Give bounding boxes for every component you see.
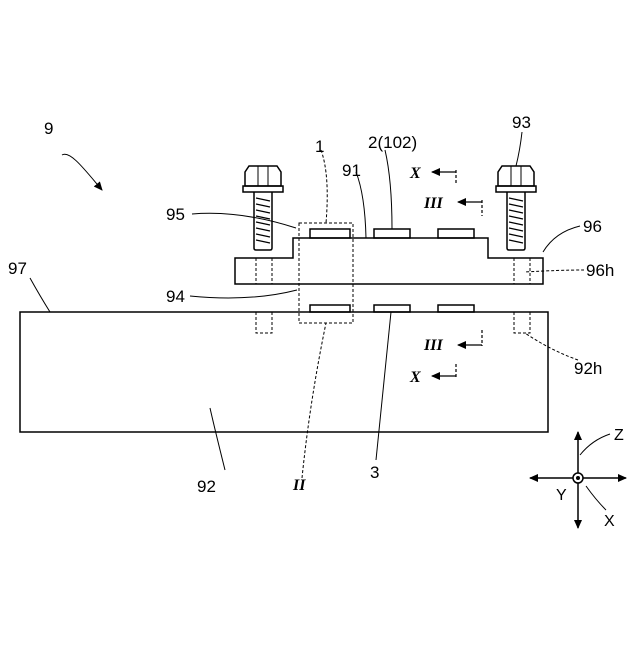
label-II: II <box>292 477 306 494</box>
bolt-left <box>243 166 283 250</box>
lower-pad-2 <box>374 305 410 312</box>
lower-pad-3 <box>438 305 474 312</box>
leader-91 <box>356 172 366 238</box>
hole-96h-right <box>514 258 530 284</box>
label-93: 93 <box>512 113 531 132</box>
leader-93 <box>516 132 522 166</box>
axis-label-x: X <box>604 513 615 530</box>
leader-97 <box>30 278 50 312</box>
leader-2 <box>385 150 392 229</box>
label-92h: 92h <box>574 359 602 378</box>
leader-3 <box>376 312 391 460</box>
leader-II <box>302 323 326 478</box>
label-2: 2(102) <box>368 133 417 152</box>
hole-92h-left <box>256 312 272 333</box>
leader-94 <box>190 290 297 298</box>
leader-96 <box>543 226 580 252</box>
bolt-right <box>496 166 536 250</box>
axis-label-y: Y <box>556 487 567 504</box>
top-plate-96 <box>235 238 543 284</box>
label-III-top: III <box>423 195 443 212</box>
label-95: 95 <box>166 205 185 224</box>
base-block-92 <box>20 312 548 432</box>
label-X-top: X <box>409 165 421 182</box>
label-1: 1 <box>315 137 324 156</box>
leader-96h <box>524 270 584 272</box>
hole-92h-right <box>514 312 530 333</box>
label-96h: 96h <box>586 261 614 280</box>
upper-pad-2 <box>374 229 410 238</box>
label-III-bot: III <box>423 337 443 354</box>
upper-pad-1 <box>310 229 350 238</box>
label-92: 92 <box>197 477 216 496</box>
axis-label-z: Z <box>614 427 624 444</box>
hole-96h-left <box>256 258 272 284</box>
label-94: 94 <box>166 287 185 306</box>
leader-92h <box>525 333 578 360</box>
leader-9 <box>62 154 102 190</box>
leader-95 <box>192 213 296 228</box>
label-9: 9 <box>44 119 53 138</box>
label-X-bot: X <box>409 369 421 386</box>
leader-92 <box>210 408 225 470</box>
upper-pad-3 <box>438 229 474 238</box>
label-96: 96 <box>583 217 602 236</box>
label-97: 97 <box>8 259 27 278</box>
lower-pad-1 <box>310 305 350 312</box>
label-3: 3 <box>370 463 379 482</box>
label-91: 91 <box>342 161 361 180</box>
leader-1 <box>321 150 327 223</box>
